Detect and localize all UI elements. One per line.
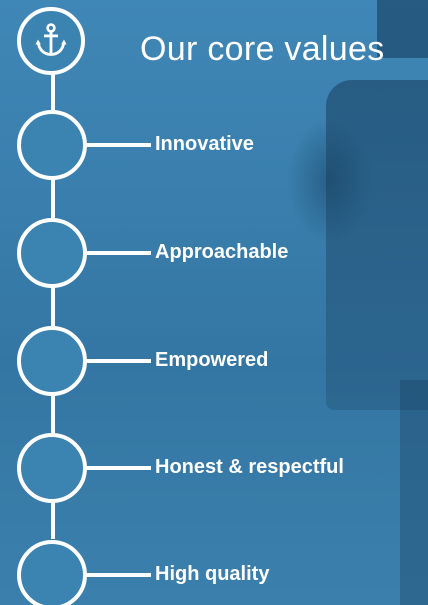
value-connector <box>85 143 151 147</box>
value-connector <box>85 573 151 577</box>
value-connector <box>85 466 151 470</box>
value-item-empowered: Empowered <box>17 326 417 396</box>
value-item-high-quality: High quality <box>17 540 417 605</box>
value-label: Honest & respectful <box>155 456 344 478</box>
anchor-badge <box>17 7 85 75</box>
value-item-honest-respectful: Honest & respectful <box>17 433 417 503</box>
value-circle <box>17 433 87 503</box>
value-circle <box>17 326 87 396</box>
value-label: High quality <box>155 563 270 585</box>
value-circle <box>17 110 87 180</box>
value-label: Empowered <box>155 349 269 371</box>
value-circle <box>17 540 87 605</box>
value-item-approachable: Approachable <box>17 218 417 288</box>
value-connector <box>85 359 151 363</box>
timeline-line <box>51 64 55 539</box>
value-item-innovative: Innovative <box>17 110 417 180</box>
value-label: Approachable <box>155 241 289 263</box>
anchor-icon <box>35 23 67 56</box>
value-connector <box>85 251 151 255</box>
value-circle <box>17 218 87 288</box>
value-label: Innovative <box>155 133 254 155</box>
background-shadow <box>377 0 428 58</box>
page-title: Our core values <box>140 30 385 68</box>
